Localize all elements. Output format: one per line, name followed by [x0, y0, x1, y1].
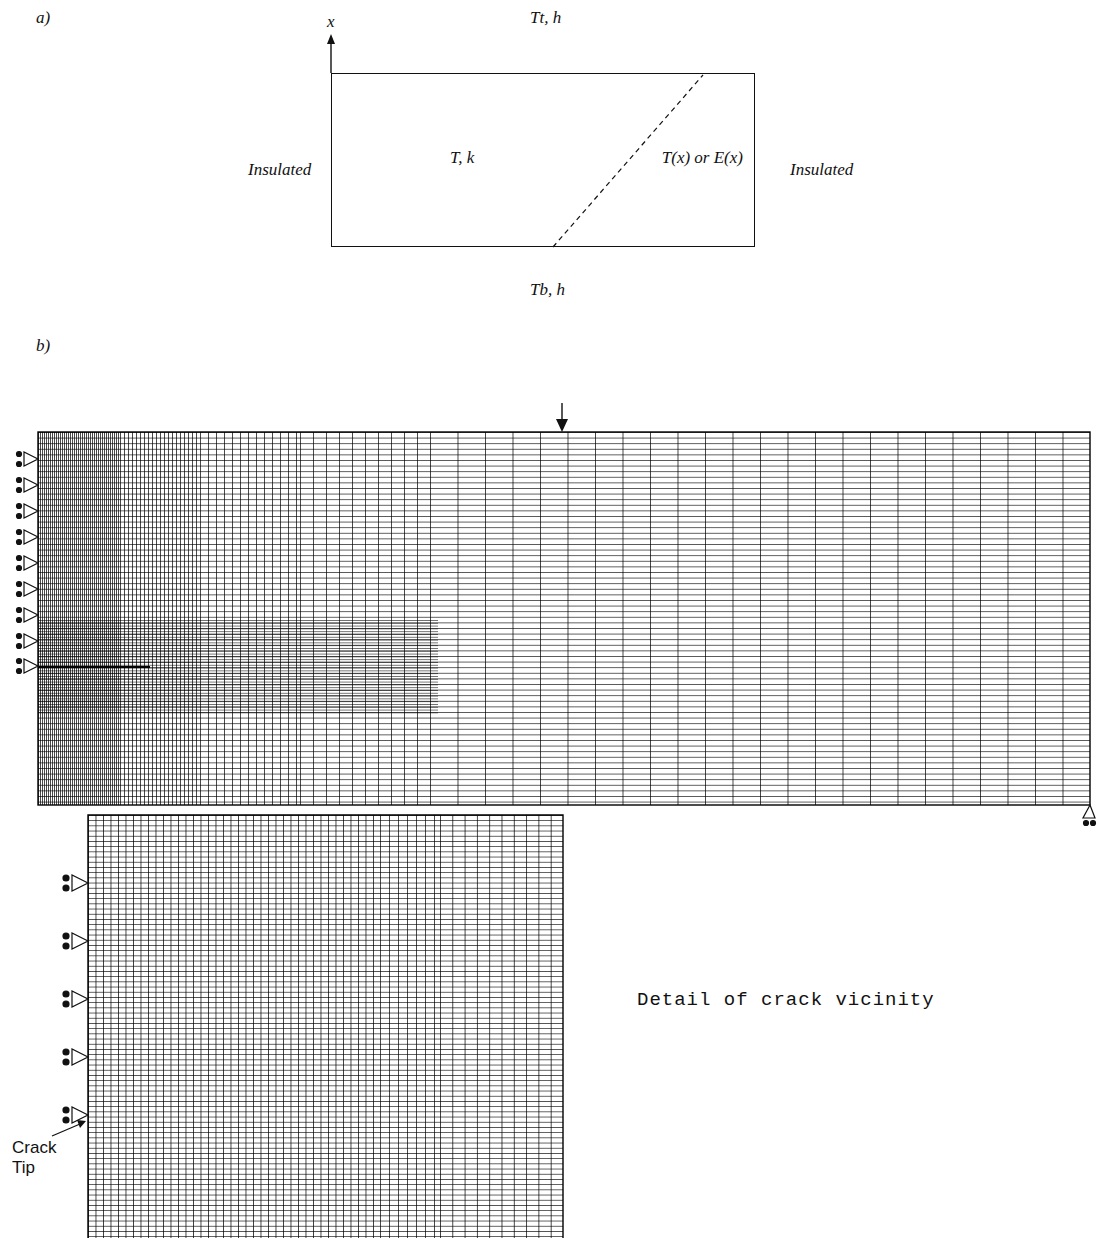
boundary-condition: Tt, h	[530, 8, 561, 28]
roller	[63, 1107, 88, 1123]
roller	[17, 478, 39, 493]
mesh-fill	[38, 432, 1090, 805]
boundary-condition: Insulated	[790, 160, 853, 180]
roller	[17, 556, 39, 571]
axis-head	[327, 34, 335, 44]
roller	[17, 608, 39, 623]
mesh-border	[38, 432, 1090, 805]
boundary-condition: Insulated	[248, 160, 311, 180]
domain-rectangle: T, k T(x) or E(x)	[331, 73, 755, 247]
detail-rollers	[63, 875, 88, 1123]
callout-label: Crack Tip	[12, 1138, 68, 1177]
roller	[63, 991, 88, 1007]
crack-tip-leader	[52, 1120, 86, 1136]
roller	[17, 452, 39, 467]
mesh-border	[88, 815, 563, 1238]
detail-mesh	[88, 815, 563, 1238]
axis-line	[330, 40, 331, 73]
roller	[17, 582, 39, 597]
roller	[63, 933, 88, 949]
mesh-fill	[88, 815, 563, 1238]
panel-letter: b)	[36, 336, 50, 356]
crack-line	[38, 666, 150, 668]
roller	[17, 659, 39, 674]
roller	[17, 634, 39, 649]
inset-caption: Detail of crack vicinity	[637, 990, 935, 1012]
roller	[63, 1049, 88, 1065]
axis-label: x	[327, 12, 335, 32]
field-label: T(x) or E(x)	[662, 148, 743, 168]
field-label: T, k	[450, 148, 474, 168]
roller	[63, 875, 88, 891]
load-arrow	[556, 403, 568, 432]
roller	[17, 530, 39, 545]
roller	[17, 504, 39, 519]
boundary-condition: Tb, h	[530, 280, 565, 300]
mesh-fill	[38, 620, 438, 715]
panel-letter: a)	[36, 8, 50, 28]
bottom-support	[1083, 805, 1096, 826]
domain-sketch	[327, 34, 703, 247]
roller-supports	[17, 452, 1096, 826]
finite-element-mesh	[38, 432, 1090, 805]
